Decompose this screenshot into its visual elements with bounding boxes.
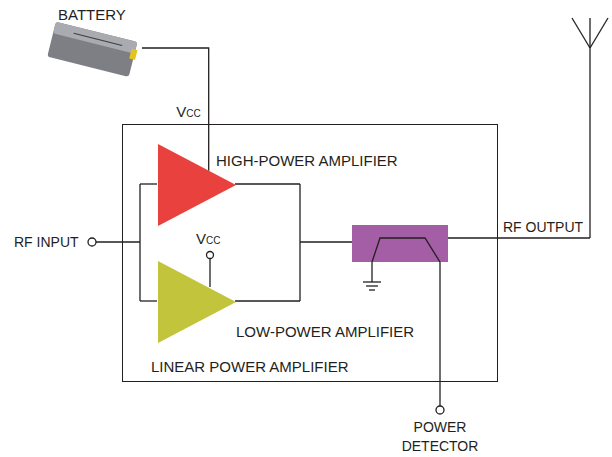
- battery: BATTERY: [40, 6, 150, 78]
- battery-detail: [74, 33, 123, 45]
- node-label: LOW-POWER AMPLIFIER: [236, 323, 414, 341]
- signal-label: POWER DETECTOR: [390, 418, 490, 456]
- input-terminal: [88, 238, 96, 246]
- low-power-amplifier: LOW-POWER AMPLIFIER: [158, 261, 236, 343]
- high-power-amplifier: HIGH-POWER AMPLIFIER: [158, 144, 236, 226]
- directional-coupler: [352, 225, 448, 262]
- supply-pin-label: VCC: [196, 231, 220, 249]
- triangle-shape: [158, 261, 236, 343]
- node-label: HIGH-POWER AMPLIFIER: [216, 152, 398, 170]
- signal-label: RF INPUT: [14, 233, 79, 251]
- amplifier-module: LINEAR POWER AMPLIFIER HIGH-POWER AMPLIFI…: [122, 124, 498, 382]
- node-label: LINEAR POWER AMPLIFIER: [151, 358, 349, 376]
- supply-label: VCC: [174, 104, 202, 122]
- vcc-terminal: [207, 252, 214, 259]
- battery-case: [47, 22, 137, 77]
- signal-label: RF OUTPUT: [503, 218, 583, 236]
- amplifier-triangle: [158, 261, 236, 343]
- node-label: BATTERY: [58, 6, 126, 24]
- detector-terminal: [436, 406, 444, 414]
- battery-terminal: [129, 49, 137, 60]
- supply-wire: [142, 48, 209, 171]
- battery-highlight: [53, 22, 137, 54]
- battery-body: [47, 22, 139, 78]
